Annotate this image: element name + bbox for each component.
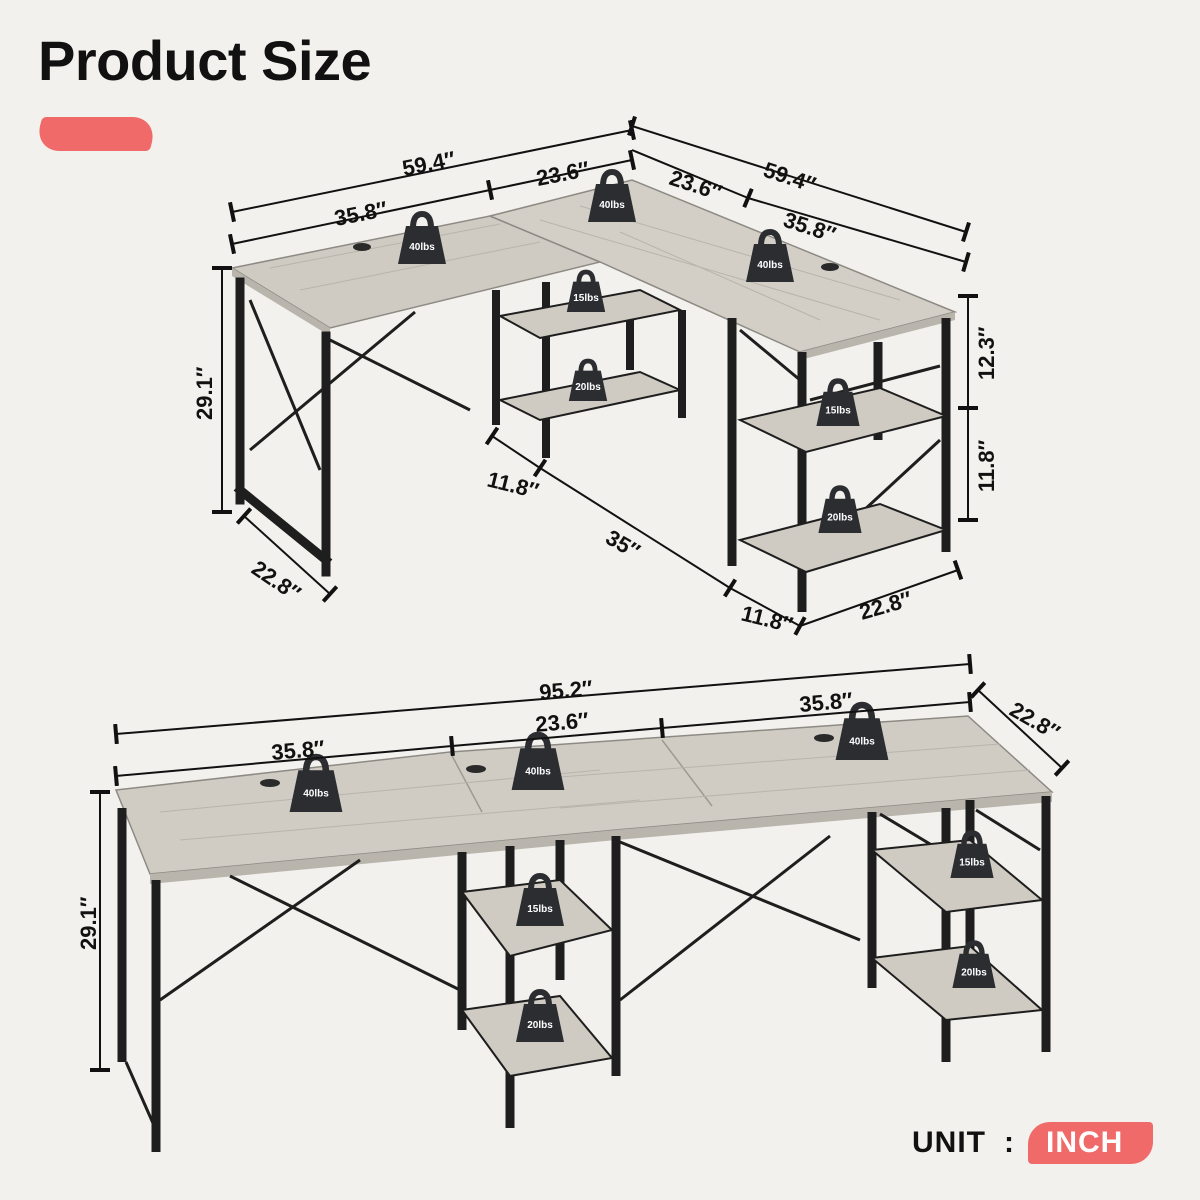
weight-label: 40lbs bbox=[757, 260, 783, 271]
s-dim-right: 35.8″ bbox=[798, 687, 854, 717]
weight-label: 40lbs bbox=[409, 242, 435, 253]
l-dim-mid-left: 23.6″ bbox=[534, 156, 592, 191]
weight-label: 40lbs bbox=[849, 737, 875, 748]
weight-label: 15lbs bbox=[959, 857, 985, 868]
s-dim-depth: 22.8″ bbox=[1006, 697, 1065, 746]
l-shape-desk bbox=[229, 179, 958, 612]
weight-icon: 40lbs bbox=[511, 731, 565, 790]
weight-icon: 15lbs bbox=[950, 830, 994, 878]
weight-label: 15lbs bbox=[825, 405, 851, 416]
s-dim-middle: 23.6″ bbox=[534, 707, 590, 737]
weight-icon: 40lbs bbox=[398, 210, 446, 264]
s-dim-left: 35.8″ bbox=[270, 735, 326, 765]
weight-label: 40lbs bbox=[599, 200, 625, 211]
unit-label: UNIT bbox=[912, 1126, 986, 1159]
l-dim-shelf-top: 12.3″ bbox=[974, 326, 999, 380]
l-dim-height: 29.1″ bbox=[192, 366, 217, 420]
l-dim-right-top: 35.8″ bbox=[780, 207, 839, 247]
weight-label: 20lbs bbox=[527, 1020, 553, 1031]
weight-label: 20lbs bbox=[575, 382, 601, 393]
page-title: Product Size bbox=[38, 29, 372, 92]
unit-indicator: UNIT : INCH bbox=[912, 1118, 1154, 1168]
l-dim-depth-right-front: 11.8″ bbox=[739, 601, 796, 638]
weight-icon: 40lbs bbox=[588, 168, 636, 222]
l-dim-right-total: 59.4″ bbox=[760, 157, 819, 197]
weight-icon: 20lbs bbox=[818, 485, 862, 533]
unit-value-badge: INCH bbox=[1028, 1122, 1154, 1164]
weight-label: 15lbs bbox=[527, 904, 553, 915]
l-dim-shelf-mid: 11.8″ bbox=[974, 439, 999, 492]
l-dim-shelf-depth: 11.8″ bbox=[485, 467, 542, 504]
weight-icon: 20lbs bbox=[952, 940, 996, 988]
s-dim-height: 29.1″ bbox=[76, 896, 101, 950]
weight-icon: 15lbs bbox=[516, 872, 564, 926]
weight-label: 40lbs bbox=[303, 789, 329, 800]
weight-icon: 15lbs bbox=[816, 378, 860, 426]
straight-desk bbox=[114, 715, 1054, 1152]
weight-icon: 20lbs bbox=[516, 988, 564, 1042]
l-dim-left-total: 59.4″ bbox=[400, 146, 458, 181]
weight-icon: 20lbs bbox=[568, 358, 608, 401]
weight-label: 20lbs bbox=[961, 967, 987, 978]
weight-label: 20lbs bbox=[827, 512, 853, 523]
s-dim-total: 95.2″ bbox=[538, 675, 594, 705]
unit-separator: : bbox=[1004, 1126, 1014, 1159]
l-dim-depth-right: 22.8″ bbox=[856, 586, 915, 625]
weight-label: 15lbs bbox=[573, 293, 599, 304]
weight-label: 40lbs bbox=[525, 767, 551, 778]
weight-icon: 15lbs bbox=[566, 269, 606, 312]
l-dim-left-top: 35.8″ bbox=[332, 196, 390, 231]
